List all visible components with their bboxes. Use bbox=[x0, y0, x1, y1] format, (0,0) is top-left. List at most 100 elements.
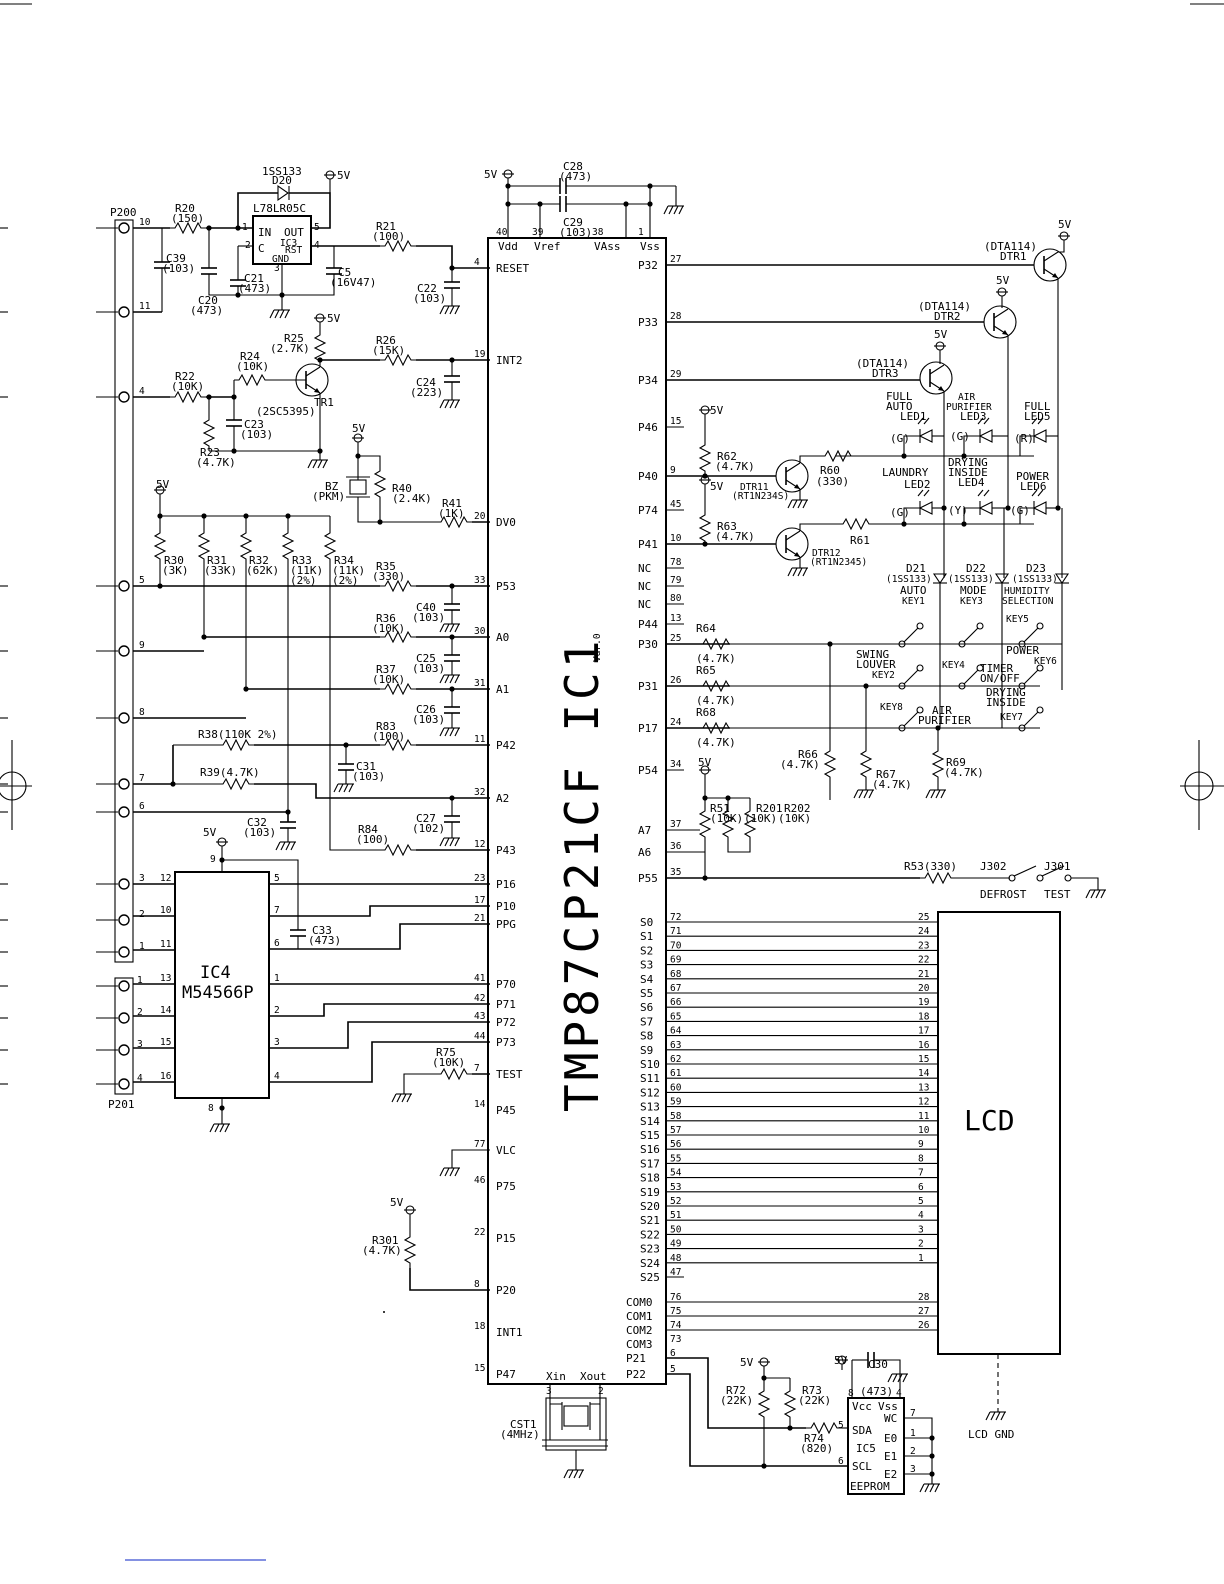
svg-text:C31: C31 bbox=[356, 760, 376, 773]
ic1-seg-pin: S24 bbox=[640, 1257, 660, 1270]
lcd-pin-number: 12 bbox=[918, 1097, 929, 1108]
svg-text:(4.7K): (4.7K) bbox=[696, 652, 736, 665]
registration-marks bbox=[0, 3, 1224, 1561]
ic1-left-pin: VLC bbox=[496, 1144, 516, 1157]
ic1-seg-pin: S4 bbox=[640, 973, 654, 986]
p200-pin-number: 2 bbox=[139, 909, 145, 920]
ic1-seg-pin-number: 64 bbox=[670, 1026, 682, 1037]
ic3-out: OUT bbox=[284, 226, 304, 239]
svg-text:5V: 5V bbox=[698, 756, 712, 769]
ic1-seg-pin-number: 72 bbox=[670, 912, 681, 923]
option-resistors: 5V R51(10K) R201(10K) R202(10K) R53(330)… bbox=[666, 756, 1107, 901]
svg-text:R39(4.7K): R39(4.7K) bbox=[200, 766, 260, 779]
lcd-pin-number: 24 bbox=[918, 926, 930, 937]
svg-text:R22: R22 bbox=[175, 370, 195, 383]
tr1-ref: TR1 bbox=[314, 396, 334, 409]
lcd-pin-number: 7 bbox=[918, 1168, 924, 1179]
ic1-left-pin-number: 21 bbox=[474, 913, 486, 924]
p200-pin bbox=[118, 914, 130, 926]
lcd-pin-number: 19 bbox=[918, 997, 930, 1008]
svg-text:R84: R84 bbox=[358, 823, 378, 836]
p200-pin bbox=[118, 878, 130, 890]
ic1-left-pin: P20 bbox=[496, 1284, 516, 1297]
ic1-seg-pin-number: 52 bbox=[670, 1196, 681, 1207]
ic1-seg-pin-number: 67 bbox=[670, 983, 681, 994]
svg-text:DTR12: DTR12 bbox=[812, 548, 841, 559]
ic4-left-pin-number: 12 bbox=[160, 873, 171, 884]
svg-text:R73: R73 bbox=[802, 1384, 822, 1397]
ic4-right-pin-number: 4 bbox=[274, 1071, 280, 1082]
svg-text:INSIDE: INSIDE bbox=[948, 466, 988, 479]
ic1-version: Var.0 bbox=[592, 633, 603, 662]
ic1-seg-pin: S15 bbox=[640, 1129, 660, 1142]
svg-text:C23: C23 bbox=[244, 418, 264, 431]
ic1-com-pin: P22 bbox=[626, 1368, 646, 1381]
ic1-left-pin: RESET bbox=[496, 262, 529, 275]
svg-text:(1SS133): (1SS133) bbox=[1012, 574, 1058, 585]
p200-pin-number: 7 bbox=[139, 773, 145, 784]
lcd-pin-number: 16 bbox=[918, 1040, 930, 1051]
ic1-right-pin: P30 bbox=[638, 638, 658, 651]
svg-text:5V: 5V bbox=[740, 1356, 754, 1369]
ic1-seg-pin: S21 bbox=[640, 1214, 660, 1227]
ic1-top-pin: Vdd bbox=[498, 240, 518, 253]
p200-pin bbox=[118, 712, 130, 724]
svg-text:5V: 5V bbox=[1058, 218, 1072, 231]
svg-text:(2.4K): (2.4K) bbox=[392, 492, 432, 505]
svg-text:LED2: LED2 bbox=[904, 478, 931, 491]
p200-pin-number: 10 bbox=[139, 217, 151, 228]
svg-text:R62: R62 bbox=[717, 450, 737, 463]
ic1-left-pin-number: 20 bbox=[474, 511, 486, 522]
svg-text:LED5: LED5 bbox=[1024, 410, 1051, 423]
svg-text:C20: C20 bbox=[198, 294, 218, 307]
lcd-pin-number: 15 bbox=[918, 1054, 929, 1065]
ic4-right-pin-number: 7 bbox=[274, 905, 280, 916]
svg-text:KEY2: KEY2 bbox=[872, 670, 895, 681]
svg-text:(150): (150) bbox=[171, 212, 204, 225]
ic4-right-pin-number: 1 bbox=[274, 973, 280, 984]
supply-label: 5V bbox=[337, 169, 351, 182]
ic1-microcontroller: TMP87CP21CF IC1 Var.0 Vdd40Vref39VAss38V… bbox=[474, 227, 938, 1397]
ic1-right-pin: P55 bbox=[638, 872, 658, 885]
svg-text:TEST: TEST bbox=[1044, 888, 1071, 901]
svg-text:E0: E0 bbox=[884, 1432, 897, 1445]
svg-text:LED4: LED4 bbox=[958, 476, 985, 489]
ic1-left-pin-number: 14 bbox=[474, 1099, 486, 1110]
p200-label: P200 bbox=[110, 206, 137, 219]
p200-pin-number: 6 bbox=[139, 801, 145, 812]
svg-text:C39: C39 bbox=[166, 252, 186, 265]
svg-text:D22: D22 bbox=[966, 562, 986, 575]
lcd-com-pin-number: 28 bbox=[918, 1292, 930, 1303]
lcd-pin-number: 17 bbox=[918, 1026, 929, 1037]
ic1-seg-pin-number: 49 bbox=[670, 1239, 682, 1250]
svg-text:(10K): (10K) bbox=[432, 1056, 465, 1069]
p200-pin-number: 5 bbox=[139, 575, 145, 586]
svg-text:(1K): (1K) bbox=[438, 507, 465, 520]
ic1-right-pin-number: 34 bbox=[670, 759, 682, 770]
svg-text:SCL: SCL bbox=[852, 1460, 872, 1473]
svg-text:R72: R72 bbox=[726, 1384, 746, 1397]
svg-text:DTR1: DTR1 bbox=[1000, 250, 1027, 263]
ic3-part: L78LR05C bbox=[253, 202, 306, 215]
ic1-right-pin: A7 bbox=[638, 824, 651, 837]
ic4-left-pin-number: 15 bbox=[160, 1037, 171, 1048]
lcd-pin-number: 8 bbox=[918, 1153, 924, 1164]
svg-text:LED1: LED1 bbox=[900, 410, 927, 423]
ic1-top-pin-number: 40 bbox=[496, 227, 508, 238]
ic1-top-pin: Vref bbox=[534, 240, 561, 253]
crystal-cst1: CST1(4MHz) bbox=[500, 1384, 608, 1479]
svg-text:R37: R37 bbox=[376, 663, 396, 676]
svg-text:C33: C33 bbox=[312, 924, 332, 937]
ic4-output-line bbox=[269, 1003, 490, 1017]
svg-text:(DTA114): (DTA114) bbox=[984, 240, 1037, 253]
svg-text:R51: R51 bbox=[710, 802, 730, 815]
svg-text:R36: R36 bbox=[376, 612, 396, 625]
svg-text:(10K): (10K) bbox=[710, 812, 743, 825]
ic1-com-pin: COM2 bbox=[626, 1324, 653, 1337]
ic1-left-pin-number: 31 bbox=[474, 678, 486, 689]
svg-text:PURIFIER: PURIFIER bbox=[918, 714, 971, 727]
ic1-seg-pin-number: 69 bbox=[670, 955, 682, 966]
ic4-right-pin-number: 2 bbox=[274, 1005, 280, 1016]
